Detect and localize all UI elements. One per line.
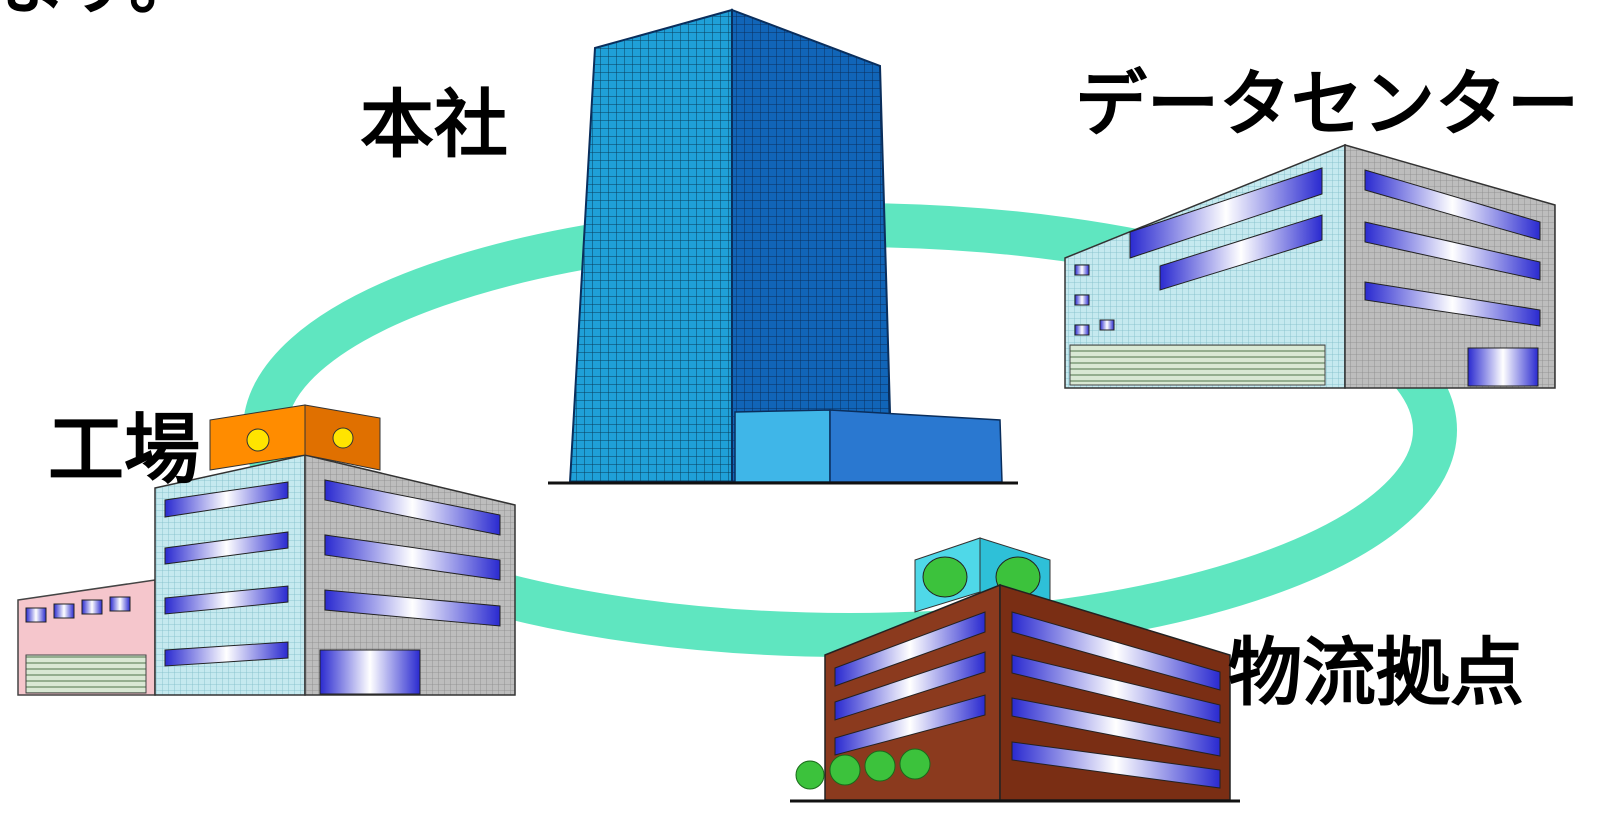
data-center-icon [1064, 143, 1556, 389]
top-text-fragment: ます。 [0, 0, 199, 18]
label-logistics-hub: 物流拠点 [1228, 630, 1524, 716]
factory-icon [17, 404, 516, 696]
label-data-center: データセンター [1075, 62, 1580, 146]
logistics-building-icon [790, 537, 1240, 803]
label-headquarters: 本社 [360, 82, 508, 168]
label-factory: 工場 [48, 405, 200, 494]
tower-icon [548, 8, 1018, 485]
tree-icon [795, 748, 931, 790]
sun-icon [246, 427, 354, 452]
